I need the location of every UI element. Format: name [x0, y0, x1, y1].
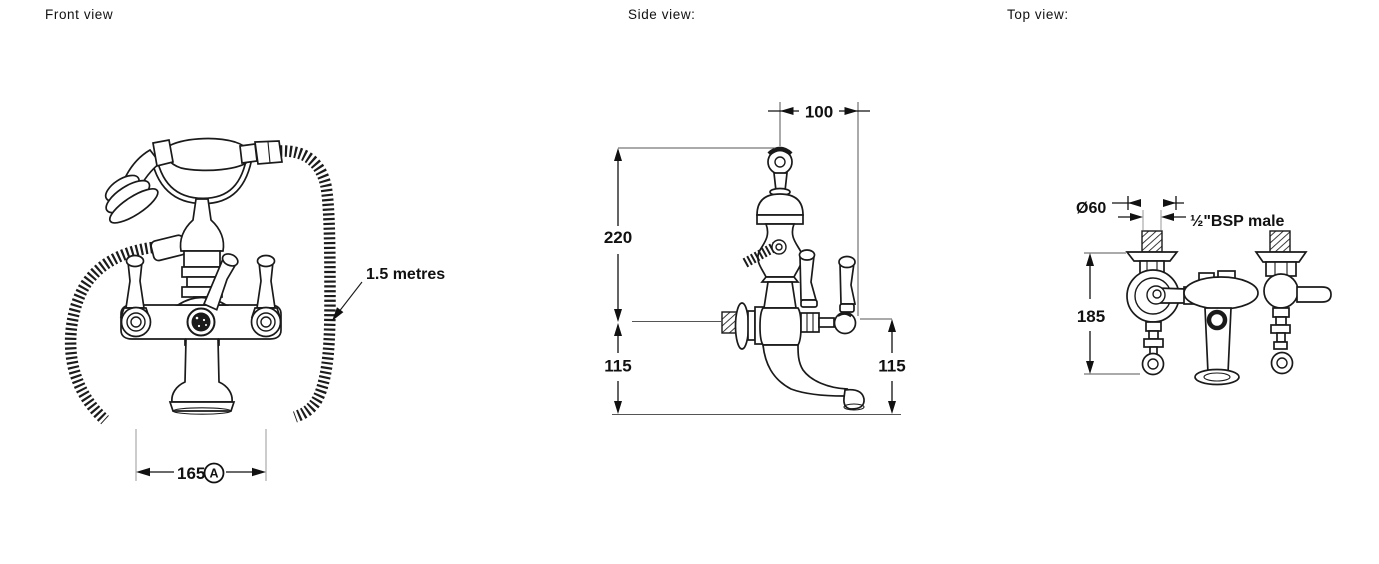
left-valve-top — [1125, 230, 1187, 376]
diverter-side — [800, 311, 857, 335]
diverter-ball — [833, 311, 857, 335]
shower-hose — [64, 145, 336, 425]
side-view-label: Side view: — [628, 7, 696, 22]
dimension-220: 220 — [604, 147, 775, 322]
flange-left — [1125, 251, 1179, 262]
arrowhead-left — [136, 467, 150, 477]
spout-front — [168, 338, 236, 415]
dim-115-left-text: 115 — [604, 357, 631, 376]
right-valve-top — [1254, 230, 1332, 375]
left-union — [120, 306, 152, 338]
dim-165-text: 165 — [177, 464, 205, 483]
bsp-thread-left — [1141, 230, 1163, 253]
top-view-drawing: Ø60 ½"BSP male 185 — [1076, 196, 1332, 386]
dimension-bsp: ½"BSP male — [1118, 210, 1285, 230]
hose-length-text: 1.5 metres — [366, 266, 445, 283]
diverter-knob — [186, 307, 216, 337]
spout-outlet — [1194, 368, 1240, 386]
front-view-label: Front view — [45, 7, 114, 22]
valve-body-side — [721, 302, 802, 350]
hose-length-callout: 1.5 metres — [332, 266, 445, 321]
side-lever-rear — [838, 255, 857, 313]
lever-top-right — [1296, 286, 1332, 303]
arrowhead — [332, 307, 344, 321]
dimension-115-left: 115 — [604, 323, 632, 414]
dim-100-text: 100 — [805, 103, 833, 122]
flag-circle — [203, 462, 225, 484]
thread-spec-text: ½"BSP male — [1190, 213, 1285, 230]
hose-stub-side — [742, 239, 787, 268]
handshower-collar — [152, 139, 174, 168]
dimension-d60: Ø60 — [1076, 196, 1184, 217]
body-top — [1183, 270, 1259, 386]
dim-115-right-text: 115 — [878, 357, 905, 376]
extension-lines — [135, 429, 267, 481]
dim-220-text: 220 — [604, 228, 632, 247]
right-union — [250, 306, 282, 338]
arrowhead-right — [252, 467, 266, 477]
diverter-lever — [202, 253, 239, 311]
spout-tip — [843, 388, 865, 410]
side-view-drawing: 100 220 115 115 — [604, 102, 906, 415]
front-view-drawing: 165 A 1.5 metres — [64, 137, 445, 484]
spout-side — [762, 344, 865, 411]
wall-flange — [734, 302, 750, 350]
flange-right — [1254, 251, 1308, 263]
handshower-tail — [239, 143, 258, 164]
side-lever-front — [798, 249, 818, 308]
bsp-thread-right — [1269, 230, 1291, 253]
dimension-100: 100 — [768, 102, 870, 316]
left-lever-handle — [119, 254, 151, 318]
handshower — [104, 137, 283, 224]
cradle-hook-side — [767, 146, 793, 175]
flag-a-text: A — [209, 467, 218, 481]
dimension-165: 165 A — [135, 429, 267, 484]
dim-d60-text: Ø60 — [1076, 200, 1106, 217]
handshower-head — [104, 174, 159, 224]
handset-side — [756, 172, 804, 309]
dim-185-text: 185 — [1077, 307, 1105, 326]
handshower-grip — [164, 137, 251, 172]
top-view-label: Top view: — [1007, 7, 1069, 22]
dimension-185: 185 — [1077, 252, 1140, 375]
dimension-115-right: 115 — [860, 318, 906, 414]
hose-port — [1206, 309, 1228, 331]
mixer-body — [120, 198, 282, 346]
